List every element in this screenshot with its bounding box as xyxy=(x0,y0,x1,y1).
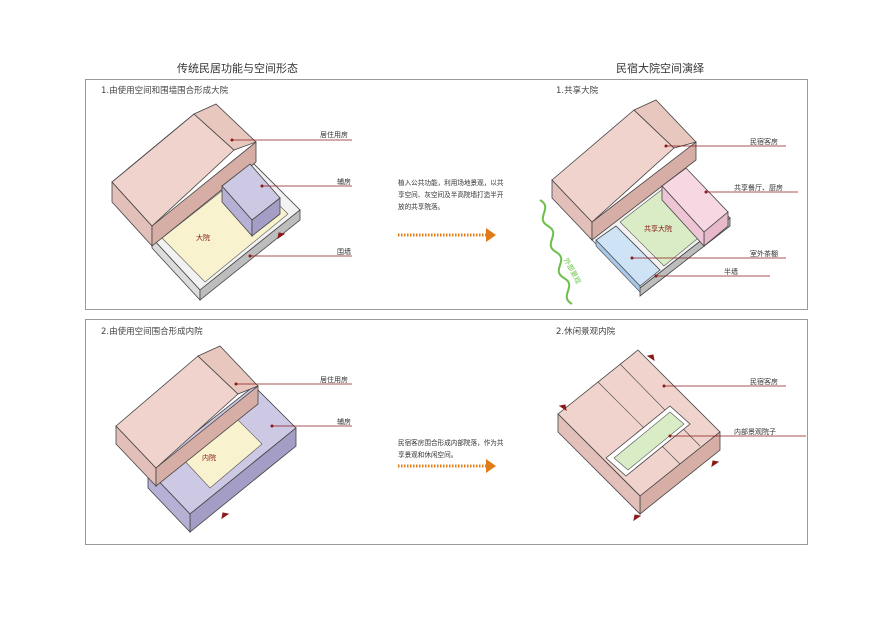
panel2-right-title: 2.休闲景观内院 xyxy=(556,327,616,337)
panel2-left-title: 2.由使用空间围合形成内院 xyxy=(101,327,203,337)
panel1-left-title: 1.由使用空间和围墙围合形成大院 xyxy=(101,86,229,96)
panel-top xyxy=(85,79,808,310)
side-building-roof xyxy=(221,163,281,221)
panel2-note: 民宿客房围合形成内部院落，作为共享景观和休闲空间。 xyxy=(398,439,504,459)
panel1-right-title: 1.共享大院 xyxy=(556,86,599,96)
left-heading: 传统民居功能与空间形态 xyxy=(177,62,298,75)
label-inner-landscape: 内部景观院子 xyxy=(734,428,776,436)
label-side-building-2: 辅房 xyxy=(337,418,351,426)
right-heading: 民宿大院空间演绎 xyxy=(616,62,704,75)
label-residence: 居住用房 xyxy=(320,131,348,139)
panel-bottom xyxy=(85,319,808,545)
shared-courtyard-diagram xyxy=(539,99,798,305)
inner-courtyard-diagram xyxy=(115,345,352,533)
house-courtyard-diagram xyxy=(111,103,352,302)
residence-roof-b xyxy=(193,103,257,151)
label-wall: 围墙 xyxy=(337,248,351,256)
label-residence-2: 居住用房 xyxy=(320,376,348,384)
arrow-icon xyxy=(398,228,496,242)
label-half-wall: 半墙 xyxy=(724,268,738,276)
label-tea-pavilion: 室外茶棚 xyxy=(750,250,778,258)
label-yard: 大院 xyxy=(196,234,210,242)
entrance-arrow-icon xyxy=(646,354,655,362)
label-dining: 共享餐厅、厨房 xyxy=(734,184,783,192)
entrance-arrow-icon xyxy=(711,460,720,468)
label-shared-yard: 共享大院 xyxy=(644,225,672,233)
label-guestroom: 民宿客房 xyxy=(750,138,778,146)
arrow-icon xyxy=(398,459,496,473)
landscape-line xyxy=(539,199,573,305)
panel1-note: 植入公共功能，利用场地景观，以共享空间、灰空间及半高院墙打造半开放的共享院落。 xyxy=(398,179,504,211)
label-guestroom-2: 民宿客房 xyxy=(750,378,778,386)
leisure-courtyard-diagram xyxy=(557,349,806,522)
entrance-arrow-icon xyxy=(558,404,567,412)
label-inner-yard: 内院 xyxy=(202,454,216,462)
entrance-arrow-icon xyxy=(277,232,286,240)
residence-side xyxy=(151,141,257,247)
label-side-building: 辅房 xyxy=(337,178,351,186)
entrance-arrow-icon xyxy=(221,512,230,520)
entrance-arrow-icon xyxy=(633,514,642,522)
